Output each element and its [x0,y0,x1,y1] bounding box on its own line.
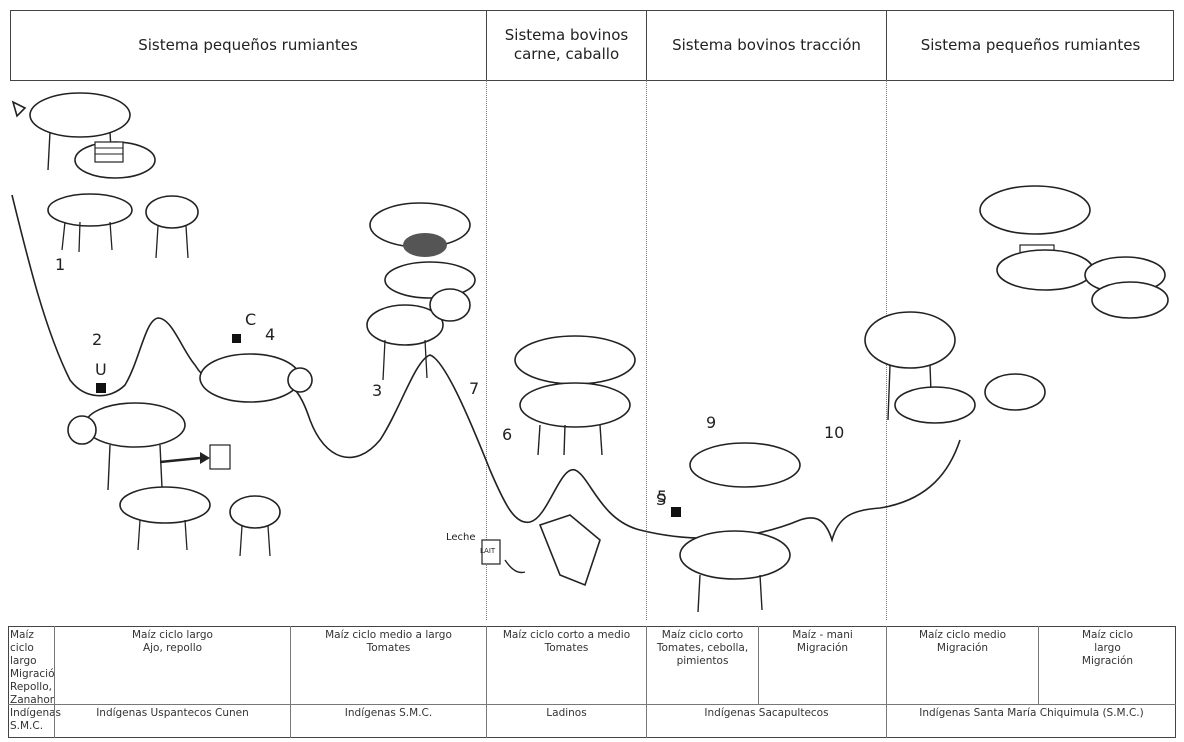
crop-text: Maíz ciclo corto Tomates, cebolla, pimie… [656,629,749,667]
crop-cell: Maíz - mani Migración [758,626,886,704]
group-cell: Indígenas Uspantecos Cunen [54,704,290,738]
header-beef-horse: Sistema bovinos carne, caballo [486,10,646,80]
number-label: 6 [502,425,512,444]
marker-square [671,507,681,517]
header-label: Sistema pequeños rumiantes [920,35,1141,54]
crop-text: Maíz ciclo medio Migración [918,629,1007,654]
crop-cell: Maíz ciclo corto Tomates, cebolla, pimie… [646,626,758,704]
header-traction-cattle: Sistema bovinos tracción [646,10,886,80]
group-text: Ladinos [546,707,587,719]
crop-cell: Maíz ciclo largo Ajo, repollo [54,626,290,704]
header-band [10,10,1174,81]
cattle-group-8 [864,185,1169,424]
number-label: 9 [706,413,716,432]
goat-milk [481,514,601,587]
cattle-group-2 [67,402,281,557]
group-cell: Indígenas Sacapultecos [646,704,886,738]
number-label: 3 [372,381,382,400]
group-cell: Indígenas S.M.C. [290,704,486,738]
marker-square [232,334,241,343]
cattle-group-9 [679,442,801,613]
number-label: 4 [265,325,275,344]
cattle-group-1 [11,92,199,259]
crop-cell: Maíz ciclo medio a largo Tomates [290,626,486,704]
bottom-table [8,626,1176,738]
letter-label: S [656,490,666,509]
number-label: 10 [824,423,844,442]
crop-text: Maíz ciclo medio a largo Tomates [325,629,452,654]
group-text: Indígenas Sacapultecos [704,707,829,719]
cattle-group-3 [366,202,476,381]
letter-label: C [245,310,256,329]
crop-cell: Maíz ciclo medio Migración [886,626,1038,704]
crop-text: Maíz - mani Migración [792,629,853,654]
cattle-group-6 [514,335,636,456]
crop-text: Maíz ciclo corto a medio Tomates [502,629,631,654]
header-label: Sistema pequeños rumiantes [138,35,358,54]
group-text: Indígenas Uspantecos Cunen [96,707,249,719]
number-label: 5 [657,487,667,506]
crop-cell: Maíz ciclo corto a medio Tomates [486,626,646,704]
crop-text: Maíz ciclo largo Migración Repollo, Zana… [10,629,54,704]
crop-text: Maíz ciclo largo Ajo, repollo [132,629,213,654]
milk-label: Leche [446,532,476,543]
header-small-ruminants-left: Sistema pequeños rumiantes [10,10,486,80]
marker-square [96,383,106,393]
group-cell: Indígenas S.M.C. [8,704,61,738]
group-text: Indígenas S.M.C. [344,707,433,719]
header-label: Sistema bovinos carne, caballo [504,26,629,63]
group-text: Indígenas S.M.C. [10,707,62,732]
number-label: 1 [55,255,65,274]
letter-label: U [95,360,107,379]
number-label: 2 [92,330,102,349]
header-small-ruminants-right: Sistema pequeños rumiantes [886,10,1174,80]
cattle-group-4 [199,353,313,403]
zone-separator [486,80,487,620]
crop-cell: Maíz ciclo largo Migración [1038,626,1176,704]
group-cell: Ladinos [486,704,646,738]
group-text: Indígenas Santa María Chiquimula (S.M.C.… [919,707,1144,719]
header-label: Sistema bovinos tracción [672,35,861,54]
crop-text: Maíz ciclo largo Migración [1081,629,1134,667]
table-row-divider [8,704,1176,705]
altitude-profile-line [11,194,961,543]
group-cell: Indígenas Santa María Chiquimula (S.M.C.… [886,704,1176,738]
milk-can-label: LAIT [480,547,496,555]
number-label: 7 [469,379,479,398]
zone-separator [646,80,647,620]
crop-cell: Maíz ciclo largo Migración Repollo, Zana… [8,626,54,704]
